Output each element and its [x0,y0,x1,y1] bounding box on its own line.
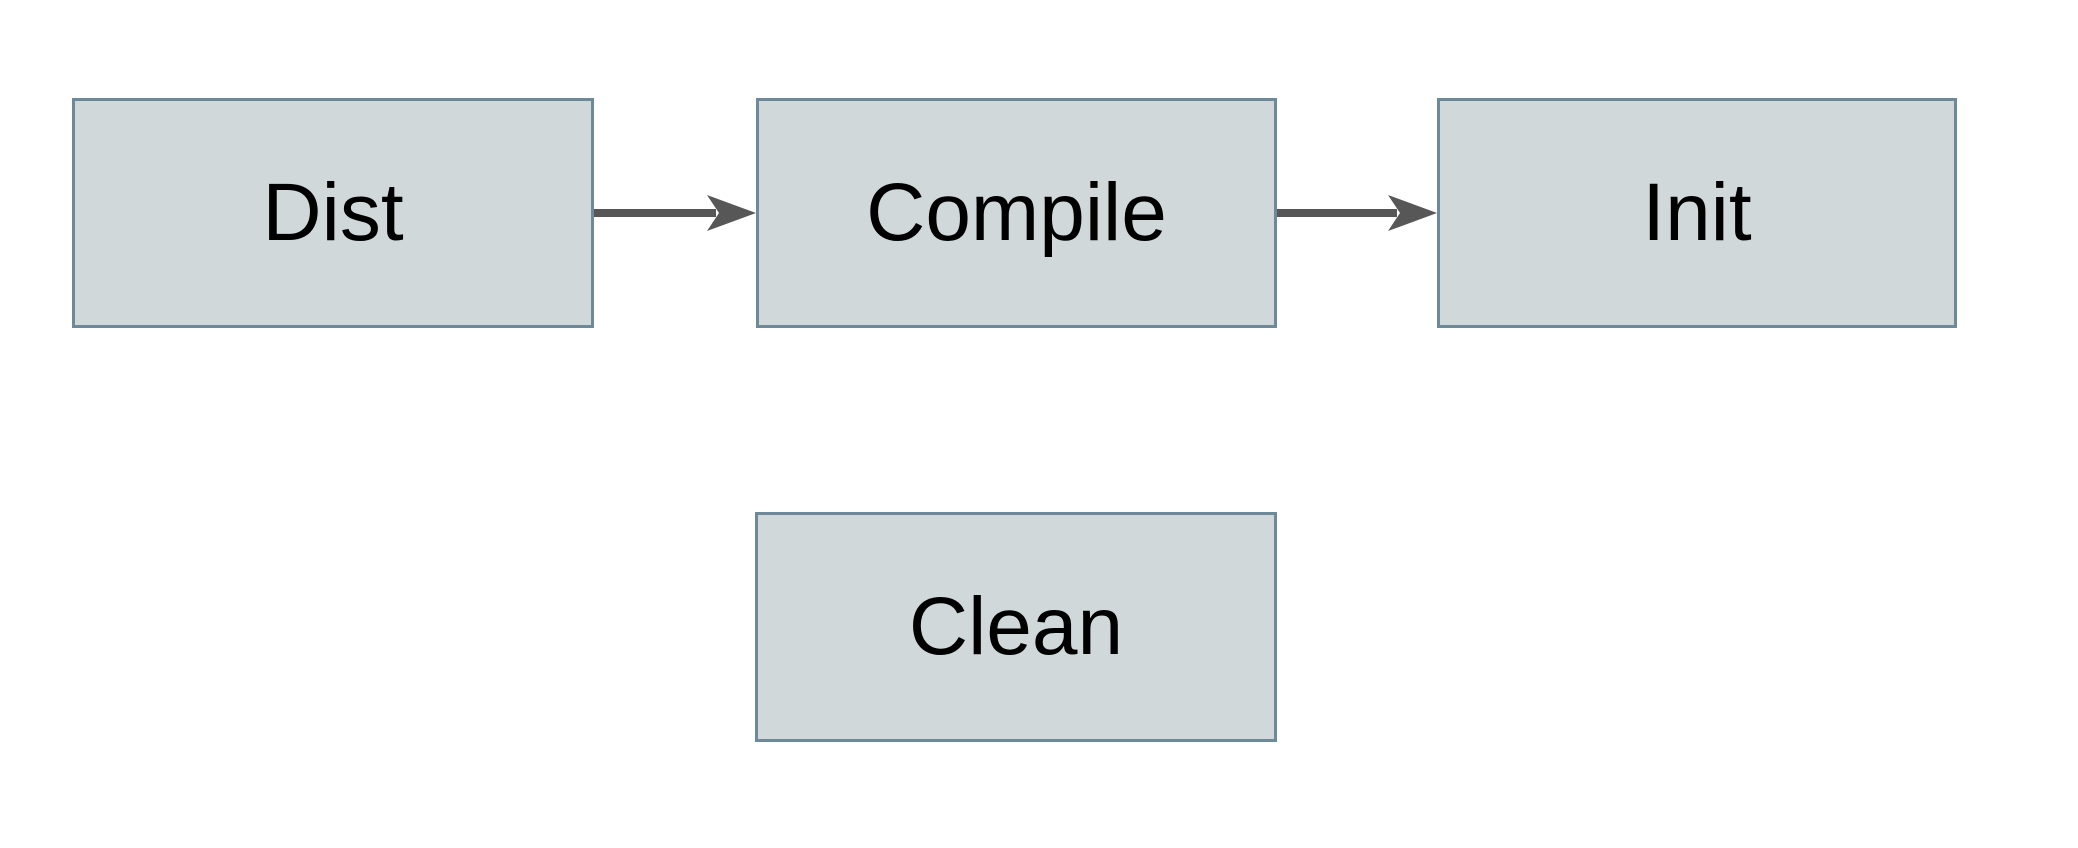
arrowhead-right-icon [707,195,756,231]
connector-compile-init[interactable] [1277,195,1437,231]
node-label: Dist [262,167,404,258]
connector-dist-compile[interactable] [594,195,756,231]
node-label: Compile [866,167,1167,258]
node-clean[interactable]: Clean [755,512,1277,742]
node-compile[interactable]: Compile [756,98,1277,328]
node-label: Init [1642,167,1752,258]
node-init[interactable]: Init [1437,98,1957,328]
node-dist[interactable]: Dist [72,98,594,328]
node-label: Clean [908,581,1124,672]
arrowhead-right-icon [1388,195,1437,231]
